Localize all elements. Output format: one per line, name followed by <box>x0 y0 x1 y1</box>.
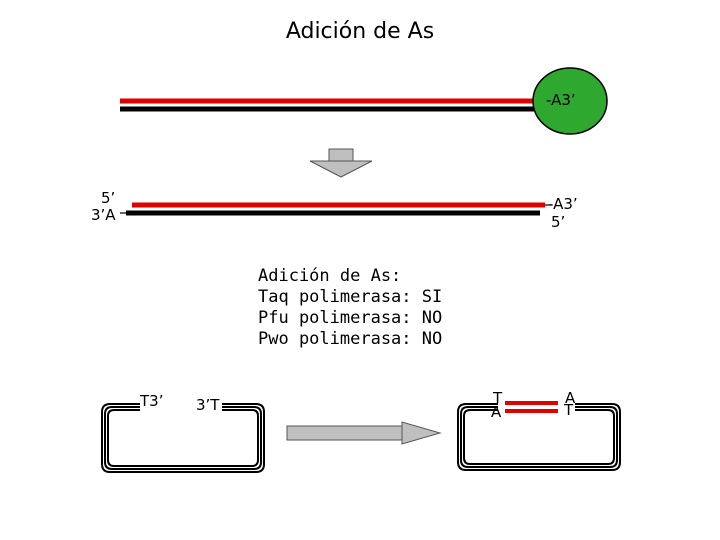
info-line-4: Pwo polimerasa: NO <box>258 329 442 350</box>
bottom-strand-left-3prime-A: 3’A <box>91 208 116 223</box>
vector-right-T-bottom-label: T <box>564 403 573 418</box>
vector-left <box>102 404 264 472</box>
bottom-dna-strand <box>120 205 552 213</box>
top-dna-strand <box>120 101 565 109</box>
top-strand-3prime-label: -A3’ <box>546 93 576 108</box>
vector-left-T3-label: T3’ <box>140 394 163 409</box>
info-line-3: Pfu polimerasa: NO <box>258 308 442 329</box>
info-line-1: Adición de As: <box>258 266 442 287</box>
info-line-2: Taq polimerasa: SI <box>258 287 442 308</box>
down-arrow <box>310 149 372 177</box>
vector-right-A-bottom-label: A <box>491 405 501 420</box>
vector-right <box>458 404 620 470</box>
bottom-strand-left-5prime: 5’ <box>101 191 115 206</box>
polymerase-info: Adición de As: Taq polimerasa: SI Pfu po… <box>258 266 442 350</box>
right-arrow <box>287 422 440 444</box>
bottom-strand-right-5prime: 5’ <box>551 215 565 230</box>
bottom-strand-right-3prime: -A3’ <box>548 197 578 212</box>
vector-left-3T-label: 3’T <box>196 398 219 413</box>
insert-dna <box>505 403 558 411</box>
